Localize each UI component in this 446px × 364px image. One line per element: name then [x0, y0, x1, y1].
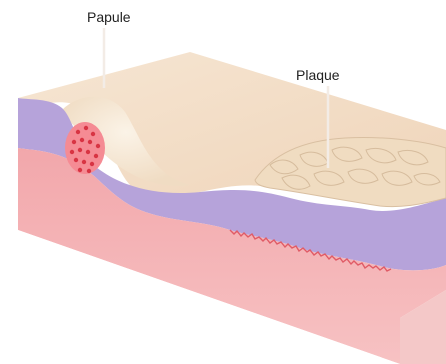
- papule-cell-cluster: [65, 122, 105, 174]
- plaque-label: Plaque: [296, 68, 340, 82]
- papule-label: Papule: [87, 10, 131, 24]
